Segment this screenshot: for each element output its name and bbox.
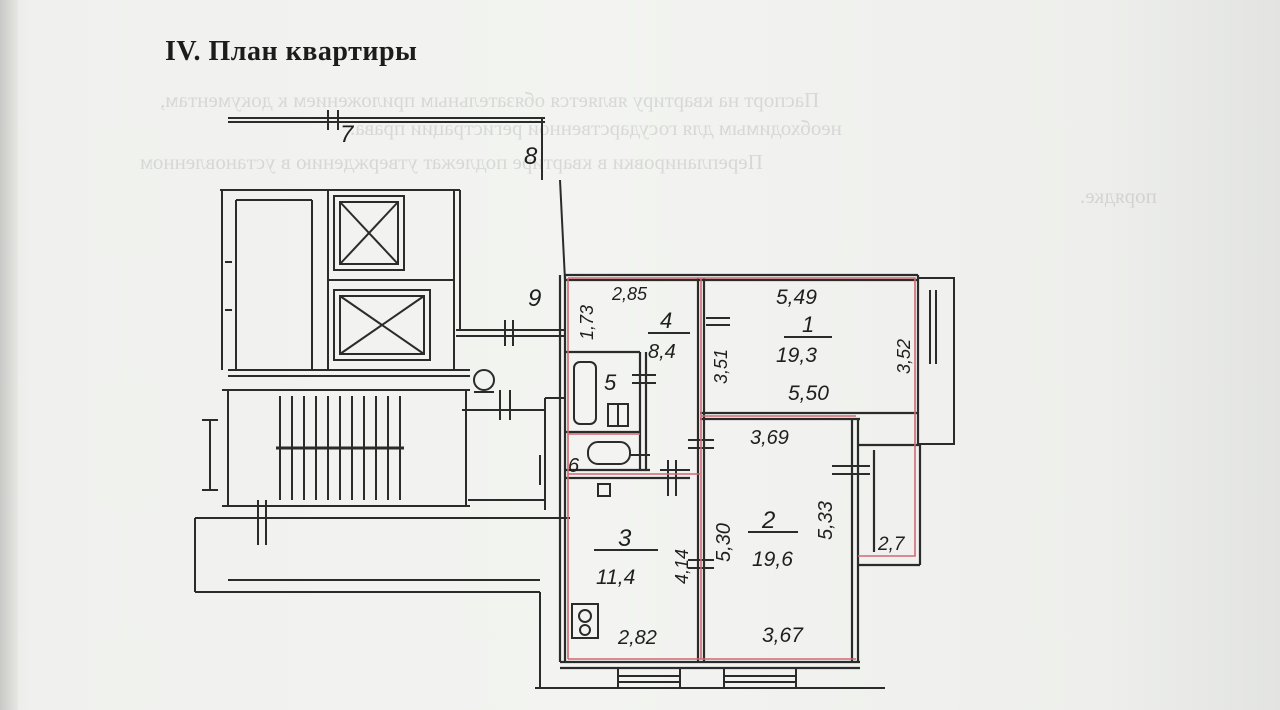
loggia bbox=[917, 277, 955, 445]
label-balcony-length: 2,7 bbox=[877, 534, 906, 555]
stair-treads bbox=[276, 396, 404, 500]
label-room2-left: 5,30 bbox=[713, 523, 735, 562]
label-room2-right: 5,33 bbox=[815, 501, 837, 540]
label-room2-area: 19,6 bbox=[752, 548, 793, 571]
label-bath-num: 5 bbox=[604, 370, 617, 395]
label-stair-top: 7 bbox=[340, 121, 355, 148]
label-corridor: 8 bbox=[524, 143, 538, 170]
label-room3-depth: 4,14 bbox=[672, 549, 692, 584]
label-room3-num: 3 bbox=[618, 525, 632, 552]
label-room1-num: 1 bbox=[802, 312, 814, 337]
label-wall-351: 3,51 bbox=[711, 349, 731, 384]
sanitary-fixtures bbox=[571, 361, 631, 639]
paper-edge bbox=[0, 0, 18, 710]
label-room1-depth: 3,52 bbox=[894, 339, 914, 374]
label-wc-num: 6 bbox=[568, 455, 580, 477]
label-room3-area: 11,4 bbox=[596, 566, 635, 589]
page-title: IV. План квартиры bbox=[165, 36, 418, 67]
common-area-walls bbox=[194, 110, 885, 689]
label-room2-top: 3,69 bbox=[750, 427, 789, 449]
windows bbox=[617, 668, 797, 688]
label-room3-width: 2,82 bbox=[617, 627, 657, 649]
label-room1-width: 5,49 bbox=[776, 286, 817, 309]
label-room4-num: 4 bbox=[660, 308, 672, 333]
boundary-line bbox=[567, 277, 916, 660]
label-landing: 9 bbox=[528, 285, 541, 312]
label-room4-width: 2,85 bbox=[611, 284, 648, 304]
label-room4-depth: 1,73 bbox=[577, 305, 597, 340]
shaft-circle bbox=[473, 369, 495, 393]
label-room2-bottom: 3,67 bbox=[762, 624, 804, 647]
label-room1-area: 19,3 bbox=[776, 344, 817, 367]
label-room2-num: 2 bbox=[761, 507, 775, 534]
apartment-walls bbox=[558, 273, 922, 670]
label-room1-bottom: 5,50 bbox=[788, 382, 829, 405]
apartment-door-ticks bbox=[630, 317, 870, 569]
label-room4-area: 8,4 bbox=[648, 341, 676, 363]
door-ticks bbox=[257, 320, 541, 545]
elevator-shafts bbox=[333, 195, 431, 361]
